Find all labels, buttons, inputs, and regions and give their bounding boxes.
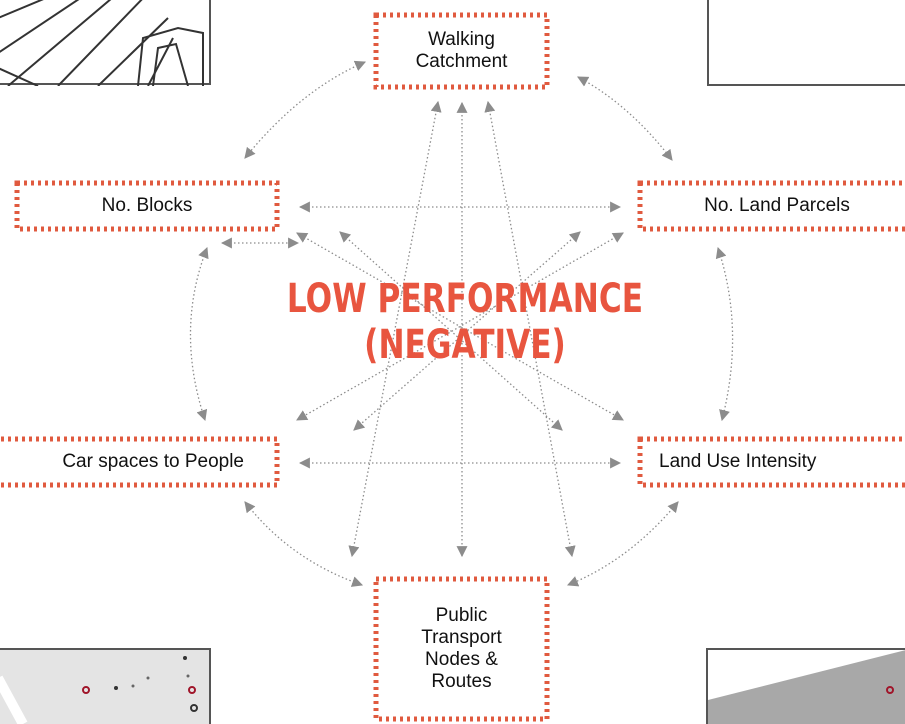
arrow-walking-landuse (484, 100, 576, 558)
center-title-line-1: LOW PERFORMANCE (286, 276, 644, 322)
node-label: No. Land Parcels (704, 195, 850, 216)
node-no-blocks: No. Blocks (14, 180, 280, 232)
center-title: LOW PERFORMANCE (NEGATIVE) (258, 276, 671, 368)
node-walking-catchment: Walking Catchment (373, 12, 550, 90)
street-map-thumbnail-top-left (0, 0, 212, 86)
dotted-border (14, 180, 280, 232)
node-label: Land Use Intensity (659, 451, 817, 472)
node-label: Public Transport Nodes & Routes (421, 605, 502, 692)
node-public-transport: Public Transport Nodes & Routes (373, 576, 550, 722)
transport-map-thumbnail-bottom-left (0, 648, 212, 724)
dotted-border (637, 436, 905, 488)
land-use-map-thumbnail-bottom-right (706, 648, 905, 724)
node-label: Car spaces to People (62, 451, 244, 472)
arrow-parcels-landuse (715, 246, 734, 422)
dotted-border (637, 180, 905, 232)
node-label: No. Blocks (101, 195, 193, 216)
arrow-walking-car (348, 100, 442, 558)
map-thumbnail-top-right (706, 0, 905, 88)
arrow-blocks-car (189, 246, 209, 422)
dotted-border (373, 576, 550, 722)
arrow-walking-parcels (577, 76, 673, 161)
dotted-border (373, 12, 550, 90)
center-title-line-2: (NEGATIVE) (364, 322, 566, 368)
node-land-use-intensity: Land Use Intensity (637, 436, 905, 488)
node-no-land-parcels: No. Land Parcels (637, 180, 905, 232)
node-car-spaces-to-people: Car spaces to People (0, 436, 280, 488)
node-label: Walking Catchment (415, 29, 508, 72)
arrow-landuse-transport (566, 501, 679, 587)
arrow-car-transport (244, 501, 364, 587)
arrow-walking-blocks (244, 60, 367, 159)
